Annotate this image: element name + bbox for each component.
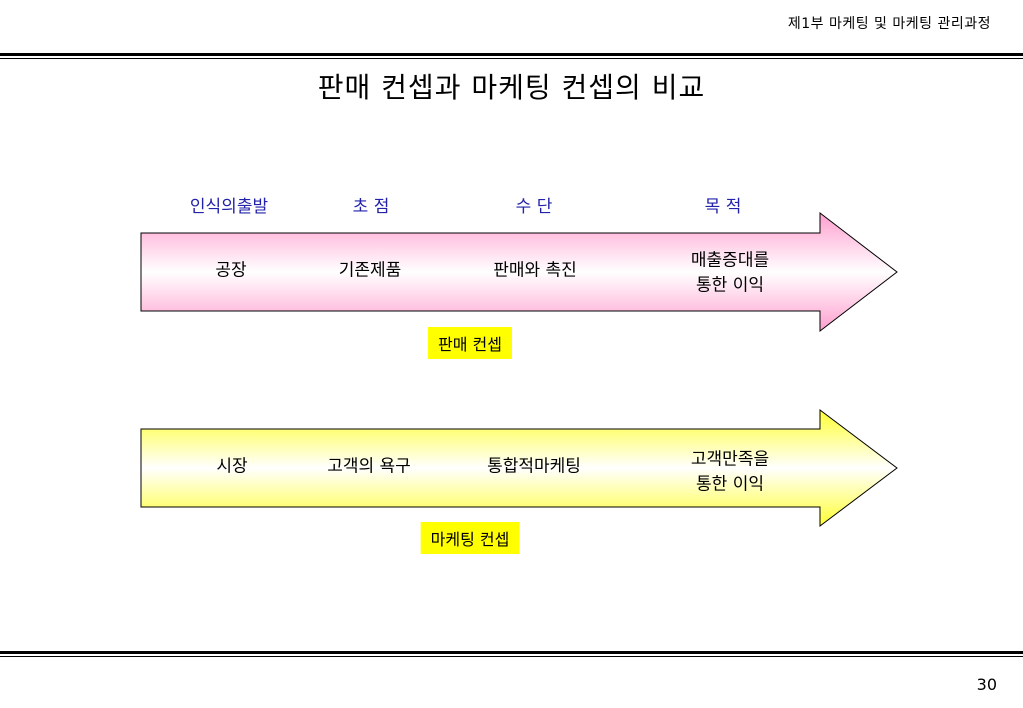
- selling-focus-cell: 기존제품: [338, 260, 402, 281]
- marketing-origin-cell: 시장: [216, 456, 248, 477]
- selling-goal-line2: 통한 이익: [696, 275, 764, 295]
- marketing-goal-cell: 고객만족을 통한 이익: [691, 447, 769, 496]
- page-title: 판매 컨셉과 마케팅 컨셉의 비교: [317, 71, 706, 104]
- column-header-origin: 인식의출발: [189, 197, 269, 217]
- marketing-goal-line1: 고객만족을: [690, 449, 770, 470]
- page-number: 30: [976, 675, 997, 694]
- running-header: 제1부 마케팅 및 마케팅 관리과정: [787, 16, 991, 32]
- top-divider-thin: [0, 58, 1023, 59]
- marketing-means-cell: 통합적마케팅: [487, 456, 581, 477]
- bottom-divider-thin: [0, 656, 1023, 657]
- selling-concept-arrow: [140, 211, 898, 333]
- marketing-concept-label: 마케팅 컨셉: [420, 522, 520, 554]
- bottom-divider: [0, 651, 1023, 654]
- top-divider: [0, 53, 1023, 56]
- column-header-means: 수 단: [515, 197, 553, 217]
- column-header-focus: 초 점: [352, 197, 390, 217]
- selling-origin-cell: 공장: [215, 260, 247, 281]
- column-header-goal: 목 적: [704, 197, 742, 217]
- marketing-goal-line2: 통한 이익: [696, 474, 764, 494]
- selling-goal-line1: 매출증대를: [690, 250, 770, 271]
- selling-goal-cell: 매출증대를 통한 이익: [691, 248, 769, 297]
- marketing-concept-arrow: [140, 408, 898, 528]
- selling-means-cell: 판매와 촉진: [493, 260, 577, 281]
- marketing-focus-cell: 고객의 욕구: [327, 456, 411, 477]
- selling-concept-label: 판매 컨셉: [428, 327, 512, 359]
